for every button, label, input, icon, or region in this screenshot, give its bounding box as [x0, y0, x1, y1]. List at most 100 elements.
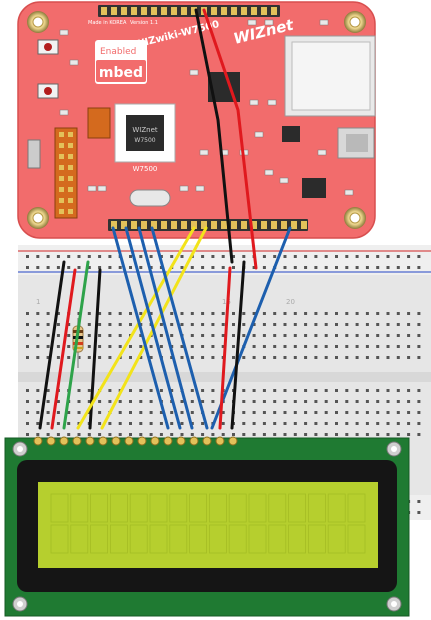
breadboard-hole — [283, 400, 287, 403]
breadboard-hole — [252, 312, 256, 315]
breadboard-hole — [262, 433, 266, 436]
breadboard-hole — [211, 356, 215, 359]
lcd-pin — [215, 436, 225, 446]
breadboard-hole — [67, 433, 71, 436]
smd-component — [69, 59, 79, 66]
breadboard-hole — [386, 433, 390, 436]
jumper-wire — [202, 8, 258, 270]
breadboard-hole — [407, 400, 411, 403]
breadboard-hole — [376, 255, 380, 258]
breadboard-hole — [376, 400, 380, 403]
breadboard-hole — [232, 255, 235, 258]
breadboard-hole — [242, 312, 246, 315]
breadboard-hole — [314, 312, 318, 315]
breadboard-hole — [129, 400, 132, 403]
breadboard-hole — [273, 334, 277, 337]
breadboard-hole — [304, 411, 308, 414]
breadboard-hole — [324, 433, 328, 436]
header-pin — [68, 143, 73, 148]
breadboard-hole — [159, 323, 163, 326]
breadboard-hole — [242, 422, 246, 425]
breadboard-hole — [36, 433, 40, 436]
breadboard-hole — [139, 345, 143, 348]
breadboard-hole — [129, 433, 132, 436]
breadboard-hole — [170, 422, 174, 425]
version-text: Version 1.1 — [130, 20, 158, 26]
jumper-wire — [124, 226, 182, 430]
breadboard-hole — [242, 356, 246, 359]
made-in-text: Made in KOREA — [88, 20, 127, 26]
breadboard-hole — [180, 411, 184, 414]
jumper-wire — [194, 8, 234, 264]
lcd-character-cell — [347, 524, 366, 554]
breadboard-hole — [36, 345, 40, 348]
header-pin — [161, 7, 167, 15]
breadboard-hole — [77, 312, 81, 315]
header-pin — [171, 7, 177, 15]
lcd-character-cells — [50, 493, 366, 554]
col-label-left: 1 — [36, 298, 40, 306]
breadboard-hole — [293, 266, 297, 269]
chip-brand: WIZnet — [132, 126, 158, 134]
breadboard-hole — [335, 356, 338, 359]
breadboard-hole — [108, 266, 112, 269]
breadboard-hole — [324, 266, 328, 269]
breadboard-hole — [46, 411, 50, 414]
breadboard-hole — [26, 422, 29, 425]
breadboard-hole — [304, 255, 308, 258]
breadboard-hole — [190, 323, 194, 326]
breadboard-hole — [314, 334, 318, 337]
breadboard-hole — [108, 422, 112, 425]
breadboard-hole — [407, 356, 411, 359]
breadboard-hole — [283, 422, 287, 425]
breadboard-hole — [252, 400, 256, 403]
breadboard-hole — [345, 266, 349, 269]
breadboard-hole — [355, 334, 359, 337]
breadboard-hole — [170, 312, 174, 315]
breadboard-hole — [273, 400, 277, 403]
header-pin — [111, 7, 117, 15]
breadboard-hole — [324, 411, 328, 414]
breadboard-hole — [335, 433, 338, 436]
breadboard-hole — [211, 323, 215, 326]
breadboard-hole — [304, 334, 308, 337]
breadboard-hole — [293, 400, 297, 403]
smd-component — [319, 19, 329, 26]
header-pin — [131, 7, 137, 15]
header-pin — [121, 221, 127, 229]
lcd-character-cell — [110, 524, 128, 554]
breadboard-hole — [201, 266, 205, 269]
breadboard-hole — [324, 356, 328, 359]
breadboard-hole — [46, 255, 50, 258]
breadboard-hole — [46, 345, 50, 348]
breadboard-hole — [221, 411, 225, 414]
header-pin — [59, 143, 64, 148]
lcd-character-cell — [50, 524, 69, 554]
breadboard-hole — [293, 334, 297, 337]
breadboard-hole — [232, 312, 235, 315]
breadboard-hole — [129, 323, 132, 326]
breadboard-hole — [232, 345, 235, 348]
breadboard-hole — [417, 312, 421, 315]
header-pin — [251, 7, 257, 15]
breadboard-hole — [345, 323, 349, 326]
breadboard-hole — [201, 312, 205, 315]
breadboard-hole — [118, 266, 122, 269]
breadboard-hole — [273, 422, 277, 425]
breadboard-hole — [232, 266, 235, 269]
breadboard-hole — [386, 411, 390, 414]
breadboard-hole — [417, 411, 421, 414]
jumper-wire — [62, 260, 90, 430]
header-pin — [141, 221, 147, 229]
breadboard-hole — [252, 433, 256, 436]
breadboard-hole — [149, 433, 153, 436]
breadboard-hole — [304, 345, 308, 348]
breadboard-hole — [87, 433, 91, 436]
breadboard-hole — [324, 323, 328, 326]
breadboard-hole — [386, 255, 390, 258]
breadboard-hole — [159, 422, 163, 425]
breadboard-hole — [386, 312, 390, 315]
lcd-character-cell — [70, 493, 89, 523]
breadboard-hole — [98, 312, 102, 315]
breadboard-hole — [417, 356, 421, 359]
